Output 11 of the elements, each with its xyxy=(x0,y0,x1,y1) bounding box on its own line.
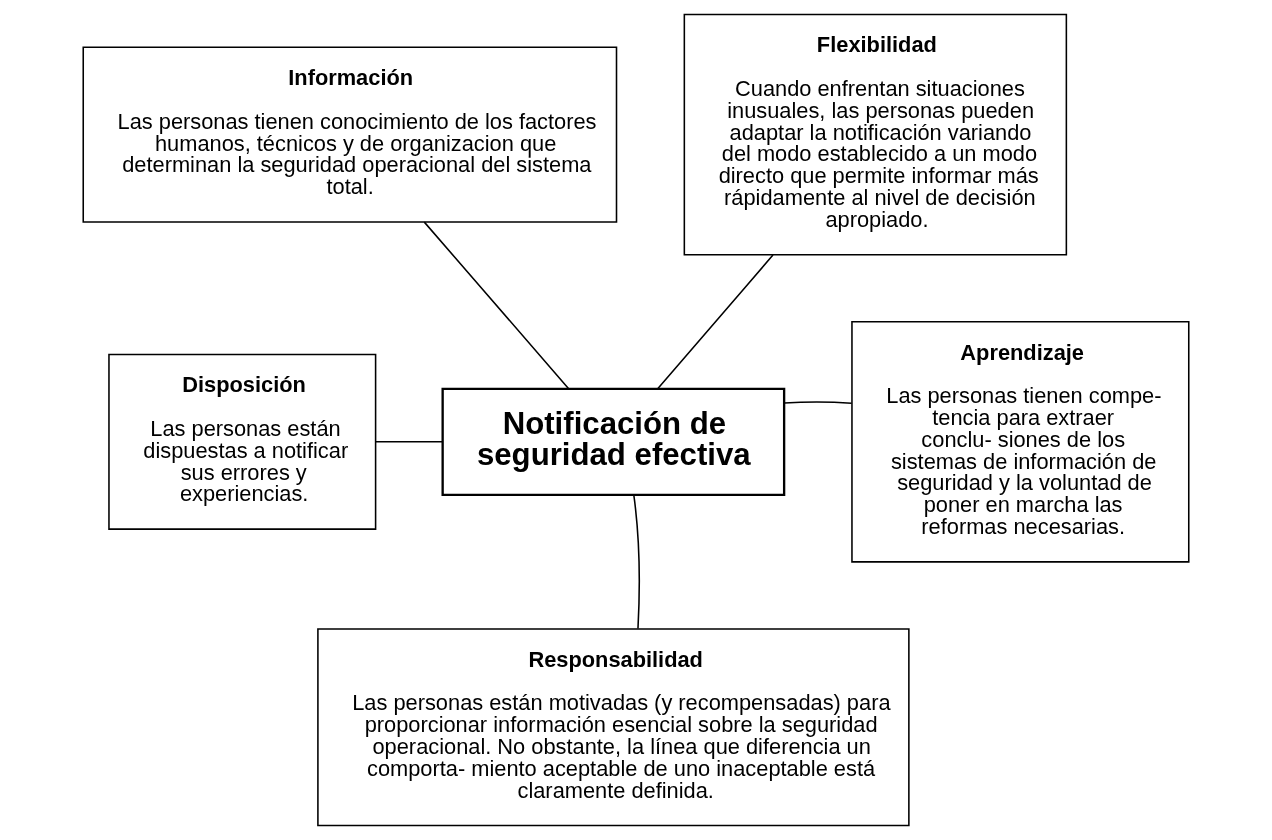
connector xyxy=(633,494,640,630)
connector xyxy=(657,254,774,390)
node-box: Información Las personas tienen conocimiento de los factores humanos, técnicos y de organizacion que determinan la seguridad operacional del sistema total. xyxy=(82,46,618,223)
connector xyxy=(783,401,853,404)
node-box: Responsabilidad Las personas están motivadas (y recompensadas) para proporcionar información esencial sobre la seguridad operacional. No obstante, la línea que diferencia un comporta- miento aceptable de uno inaceptable está claramente definida. xyxy=(317,628,910,827)
connector xyxy=(374,441,444,443)
node-box: Disposición Las personas están dispuestas a notificar sus errores y experiencias. xyxy=(108,353,377,530)
node-box: Aprendizaje Las personas tienen compe- tencia para extraer conclu- siones de los sistemas de información de seguridad y la voluntad de poner en marcha las reformas necesarias. xyxy=(851,321,1190,563)
connector xyxy=(423,221,570,390)
node-box: Flexibilidad Cuando enfrentan situaciones inusuales, las personas pueden adaptar la notificación variando del modo establecido a un modo directo que permite informar más rápidamente al nivel de decisión apropiado. xyxy=(683,13,1068,256)
node-box: Notificación de seguridad efectiva xyxy=(441,387,786,497)
